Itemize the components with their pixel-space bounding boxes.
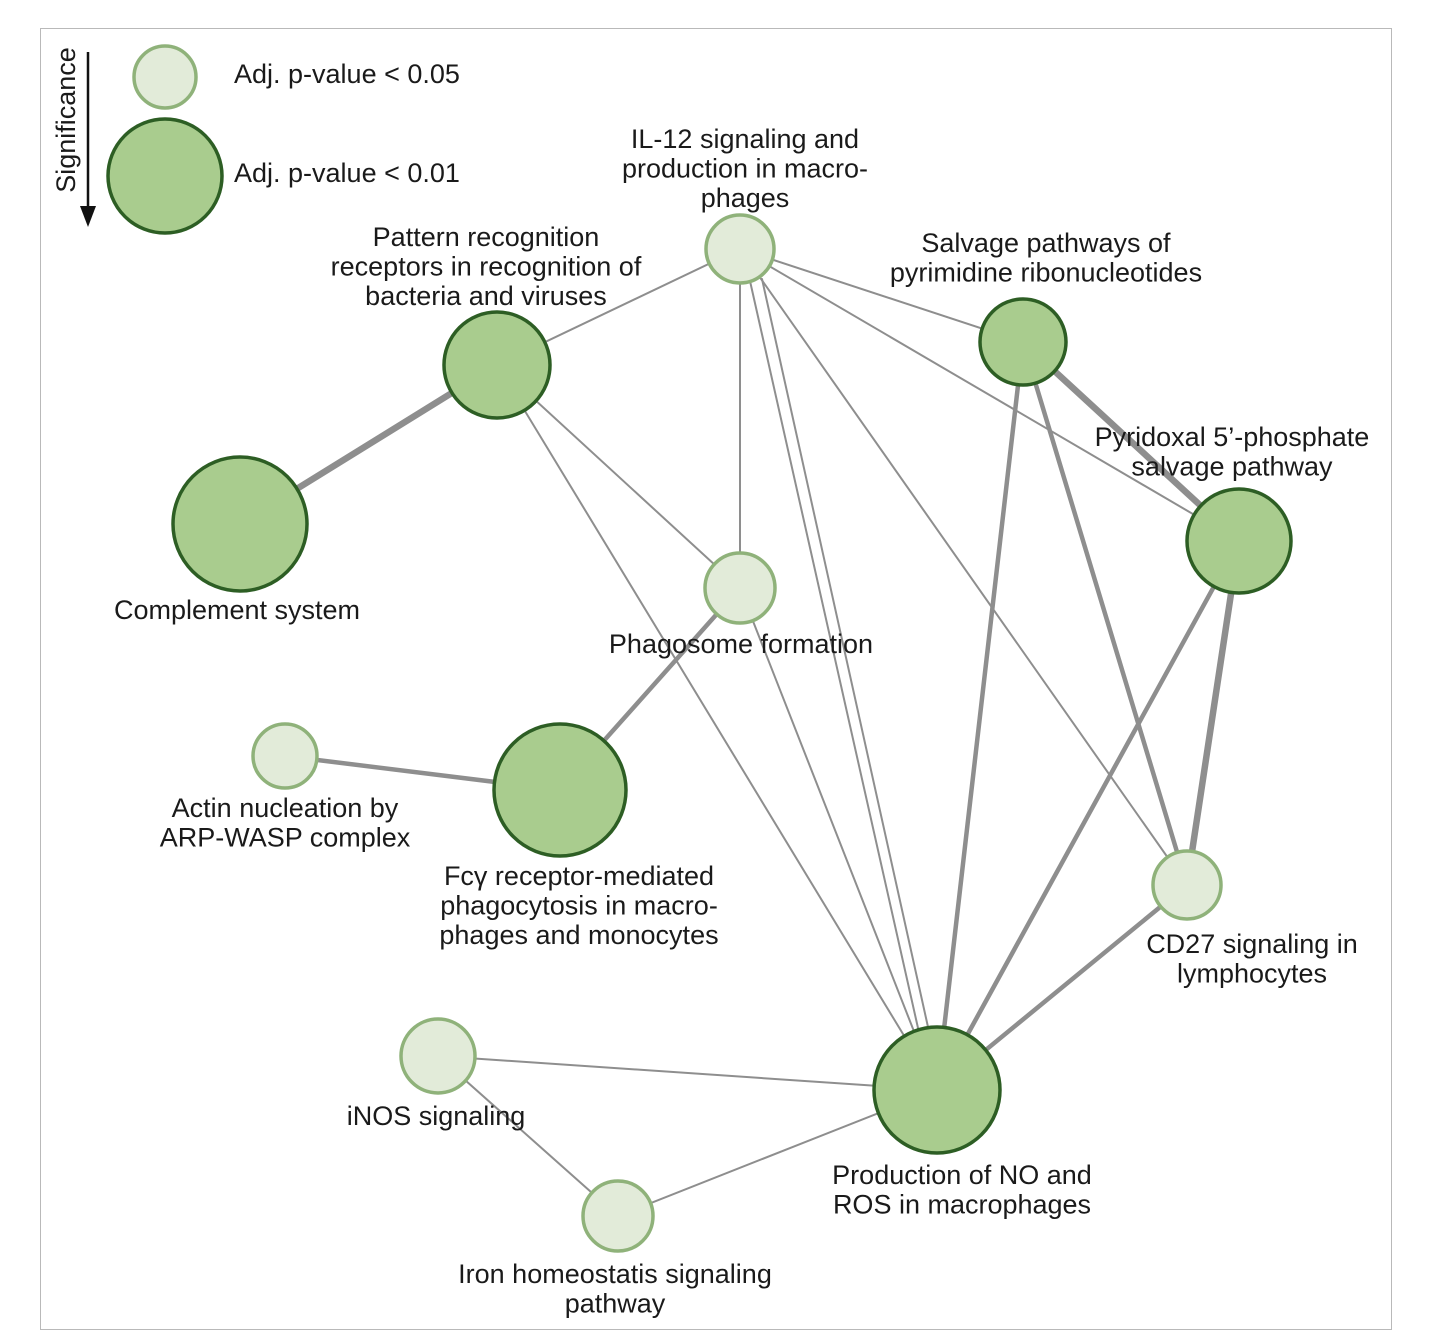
node-inos: [399, 1017, 477, 1095]
edge-il12-noros: [749, 280, 919, 1029]
legend-large-circle: [106, 117, 224, 235]
node-label-line: production in macro-: [622, 154, 868, 184]
node-pyridoxal: [1185, 487, 1293, 595]
edge-phagosome-noros: [739, 587, 938, 1091]
node-label-line: Production of NO and: [832, 1160, 1092, 1190]
legend-item-large-label: Adj. p-value < 0.01: [234, 158, 460, 188]
node-label-line: Salvage pathways of: [921, 228, 1171, 258]
node-il12: [704, 213, 776, 285]
node-complement: [171, 455, 309, 593]
legend: Significance Adj. p-value < 0.05 Adj. p-…: [51, 44, 460, 235]
node-label-line: receptors in recognition of: [331, 252, 642, 282]
edge-prr-noros: [496, 364, 938, 1091]
node-label-line: IL-12 signaling and: [631, 124, 859, 154]
node-salvage: [978, 297, 1068, 387]
node-label-line: pyrimidine ribonucleotides: [890, 258, 1202, 288]
node-label-line: salvage pathway: [1131, 452, 1333, 482]
node-cd27: [1151, 849, 1223, 921]
node-prr: [442, 310, 552, 420]
node-label-line: Fcγ receptor-mediated: [444, 861, 714, 891]
node-label-line: phages: [701, 183, 790, 213]
edge-il12-salvage: [739, 248, 1024, 343]
node-label-inos: iNOS signaling: [347, 1101, 526, 1131]
node-label-line: Complement system: [114, 595, 360, 625]
edge-inos-noros: [437, 1055, 938, 1091]
edge-salvage-cd27: [1020, 339, 1190, 888]
node-noros: [872, 1025, 1002, 1155]
node-actin: [251, 722, 319, 790]
node-label-line: lymphocytes: [1177, 959, 1327, 989]
nodes: [171, 213, 1293, 1253]
node-label-line: ARP-WASP complex: [160, 823, 411, 853]
edge-il12-pyridoxal: [739, 248, 1240, 542]
node-label-line: phagocytosis in macro-: [440, 891, 718, 921]
edge-pyridoxal-cd27: [1183, 537, 1243, 889]
node-label-line: Pyridoxal 5’-phosphate: [1095, 422, 1370, 452]
node-label-complement: Complement system: [114, 595, 360, 625]
node-label-line: Phagosome formation: [609, 629, 873, 659]
node-label-line: Actin nucleation by: [172, 793, 399, 823]
edge-inos-iron: [437, 1055, 619, 1217]
node-label-line: Iron homeostatis signaling: [458, 1259, 772, 1289]
node-label-line: pathway: [565, 1289, 666, 1319]
node-fcg: [492, 722, 628, 858]
node-label-line: CD27 signaling in: [1146, 929, 1358, 959]
node-label-line: phages and monocytes: [439, 920, 718, 950]
node-label-phagosome: Phagosome formation: [609, 629, 873, 659]
edge-il12-cd27: [739, 248, 1188, 886]
legend-small-circle: [132, 44, 198, 110]
node-iron: [581, 1179, 655, 1253]
node-label-line: bacteria and viruses: [365, 281, 607, 311]
edge-salvage-noros: [934, 339, 1026, 1093]
edge-il12-noros: [761, 278, 929, 1028]
node-label-line: iNOS signaling: [347, 1101, 526, 1131]
node-phagosome: [703, 551, 777, 625]
edge-prr-phagosome: [496, 364, 741, 589]
node-label-line: Pattern recognition: [373, 222, 600, 252]
edge-pyridoxal-noros: [934, 538, 1242, 1093]
legend-axis-label: Significance: [51, 47, 81, 193]
legend-item-small-label: Adj. p-value < 0.05: [234, 59, 460, 89]
legend-arrow-head: [80, 206, 96, 227]
node-label-line: ROS in macrophages: [833, 1190, 1091, 1220]
edges: [236, 248, 1243, 1217]
